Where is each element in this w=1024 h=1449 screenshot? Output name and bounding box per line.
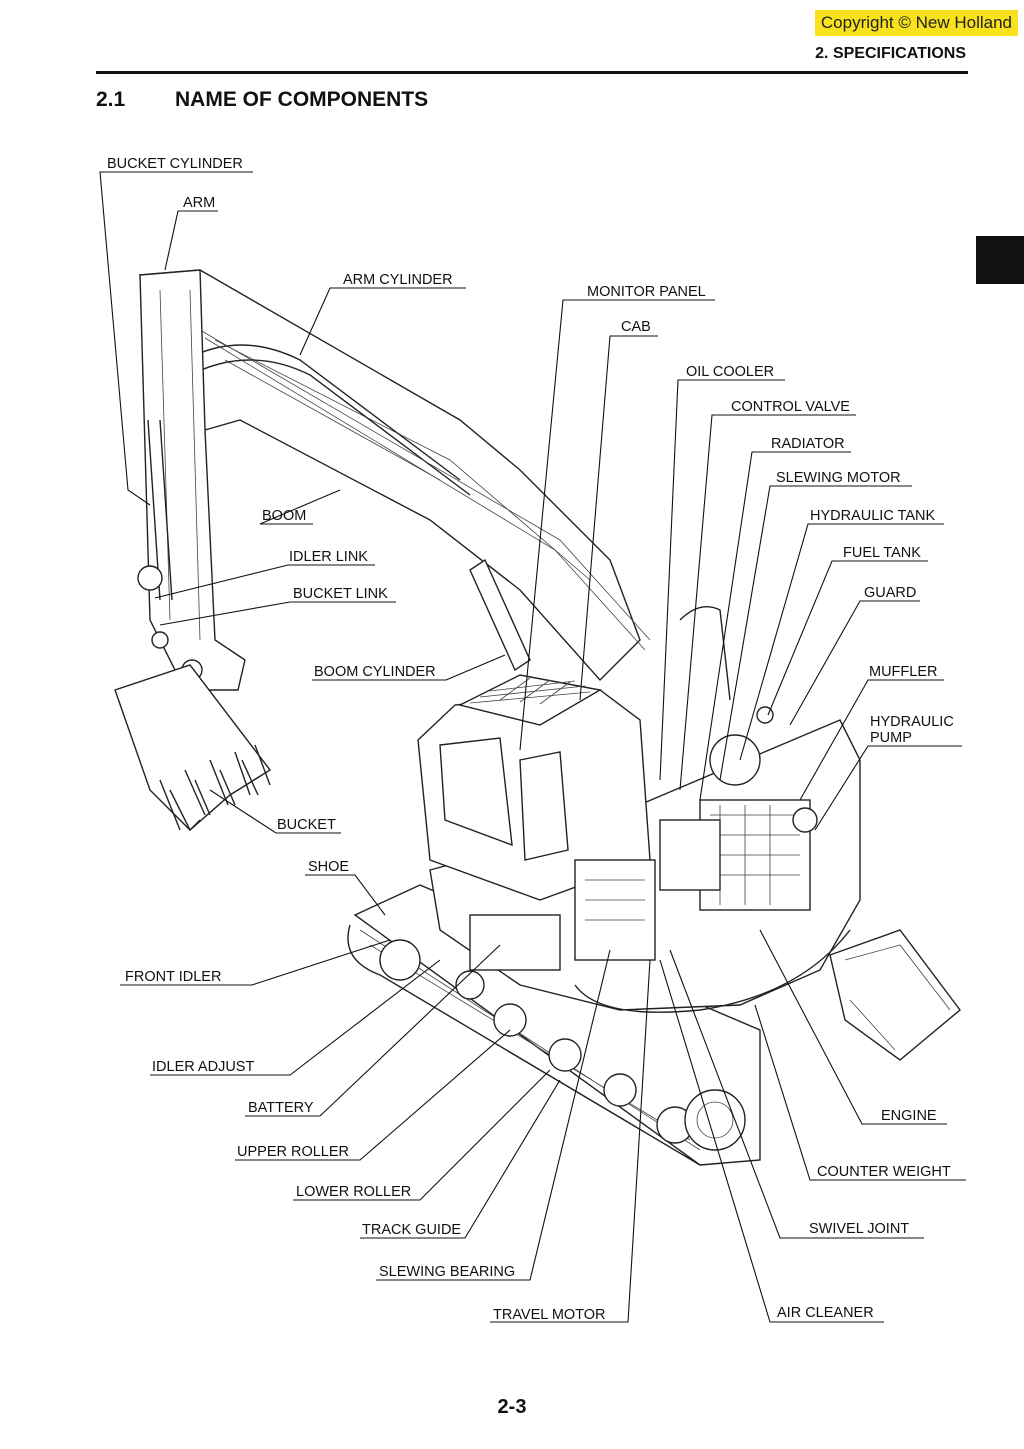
label-radiator: RADIATOR (771, 436, 845, 452)
label-control-valve: CONTROL VALVE (731, 399, 850, 415)
label-boom: BOOM (262, 508, 306, 524)
label-shoe: SHOE (308, 859, 349, 875)
label-hydraulic-tank: HYDRAULIC TANK (810, 508, 935, 524)
label-bucket-cylinder: BUCKET CYLINDER (107, 156, 243, 172)
label-counter-weight: COUNTER WEIGHT (817, 1164, 951, 1180)
label-idler-link: IDLER LINK (289, 549, 368, 565)
label-swivel-joint: SWIVEL JOINT (809, 1221, 909, 1237)
label-lower-roller: LOWER ROLLER (296, 1184, 411, 1200)
label-battery: BATTERY (248, 1100, 314, 1116)
label-travel-motor: TRAVEL MOTOR (493, 1307, 606, 1323)
page-title: NAME OF COMPONENTS (175, 88, 429, 111)
label-monitor-panel: MONITOR PANEL (587, 284, 706, 300)
label-muffler: MUFFLER (869, 664, 937, 680)
component-labels: BUCKET CYLINDER ARM ARM CYLINDER MONITOR… (107, 156, 954, 1323)
chapter-tab-marker (976, 236, 1024, 284)
page-number: 2-3 (497, 1396, 527, 1418)
label-slewing-motor: SLEWING MOTOR (776, 470, 901, 486)
label-upper-roller: UPPER ROLLER (237, 1144, 349, 1160)
label-cab: CAB (621, 319, 651, 335)
label-hydraulic-pump-line2: PUMP (870, 730, 912, 746)
label-arm: ARM (183, 195, 215, 211)
label-boom-cylinder: BOOM CYLINDER (314, 664, 436, 680)
label-slewing-bearing: SLEWING BEARING (379, 1264, 515, 1280)
label-track-guide: TRACK GUIDE (362, 1222, 461, 1238)
label-oil-cooler: OIL COOLER (686, 364, 774, 380)
excavator-illustration (114, 269, 961, 1166)
leader-lines (99, 171, 966, 1323)
label-front-idler: FRONT IDLER (125, 969, 221, 985)
heading-number: 2.1 (96, 88, 126, 111)
label-idler-adjust: IDLER ADJUST (152, 1059, 254, 1075)
label-fuel-tank: FUEL TANK (843, 545, 921, 561)
label-guard: GUARD (864, 585, 916, 601)
label-arm-cylinder: ARM CYLINDER (343, 272, 453, 288)
copyright-badge: Copyright © New Holland (814, 10, 1018, 36)
label-engine: ENGINE (881, 1108, 937, 1124)
label-air-cleaner: AIR CLEANER (777, 1305, 874, 1321)
label-hydraulic-pump-line1: HYDRAULIC (870, 714, 954, 730)
label-bucket-link: BUCKET LINK (293, 586, 388, 602)
label-bucket: BUCKET (277, 817, 336, 833)
header-rule (96, 71, 968, 74)
section-title: 2. SPECIFICATIONS (815, 45, 966, 62)
